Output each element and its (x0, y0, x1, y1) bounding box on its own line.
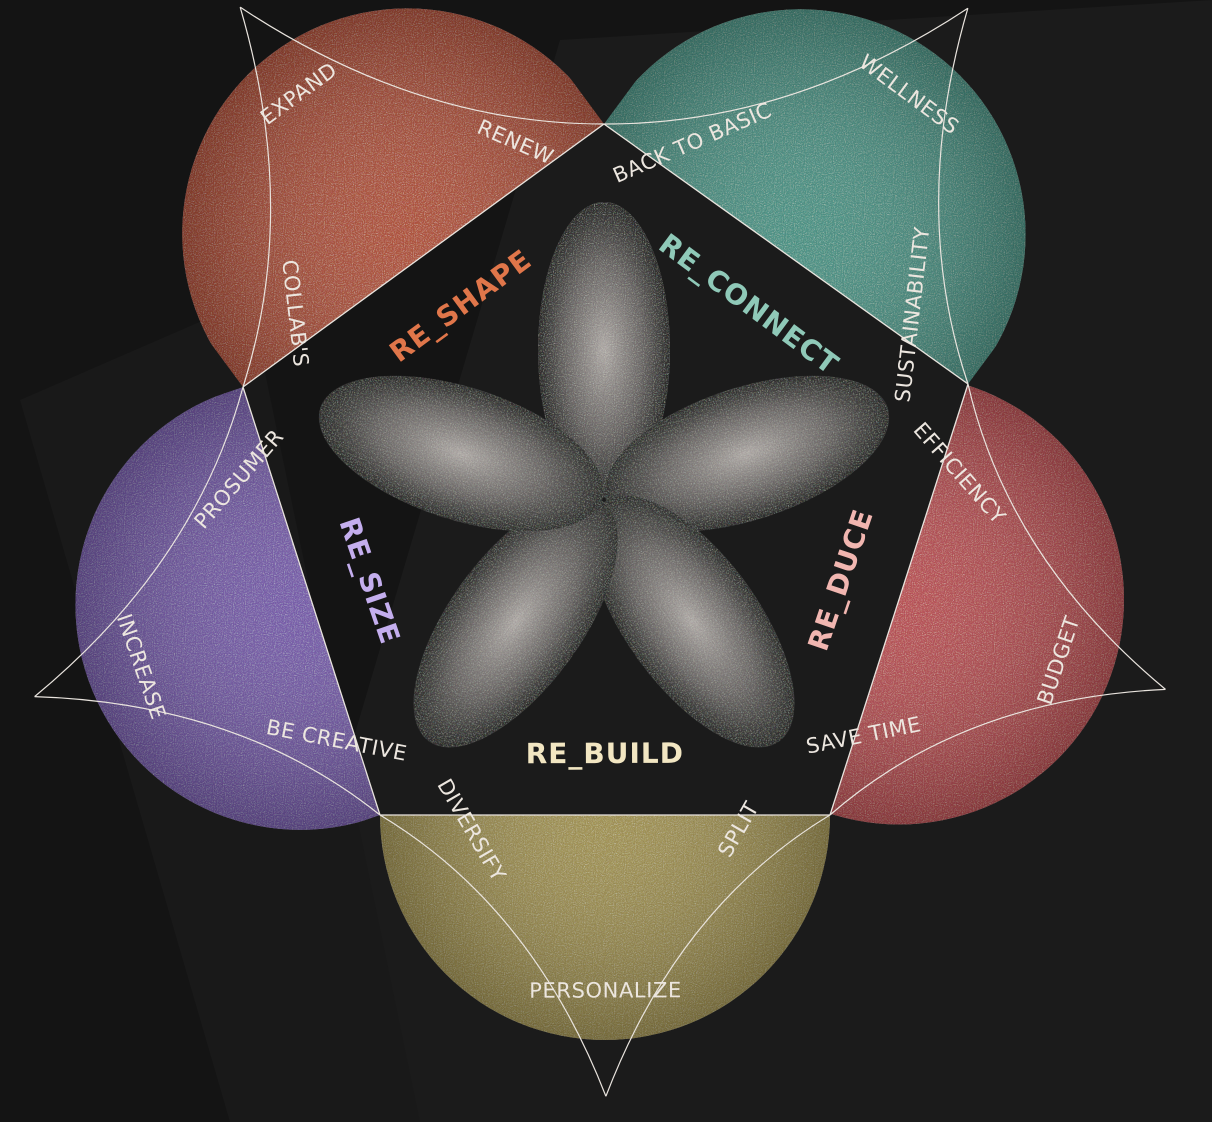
keyword-rebuild-0: PERSONALIZE (529, 978, 682, 1002)
title-resize: RE_SIZE (333, 513, 407, 648)
title-rebuild: RE_BUILD (526, 737, 684, 771)
